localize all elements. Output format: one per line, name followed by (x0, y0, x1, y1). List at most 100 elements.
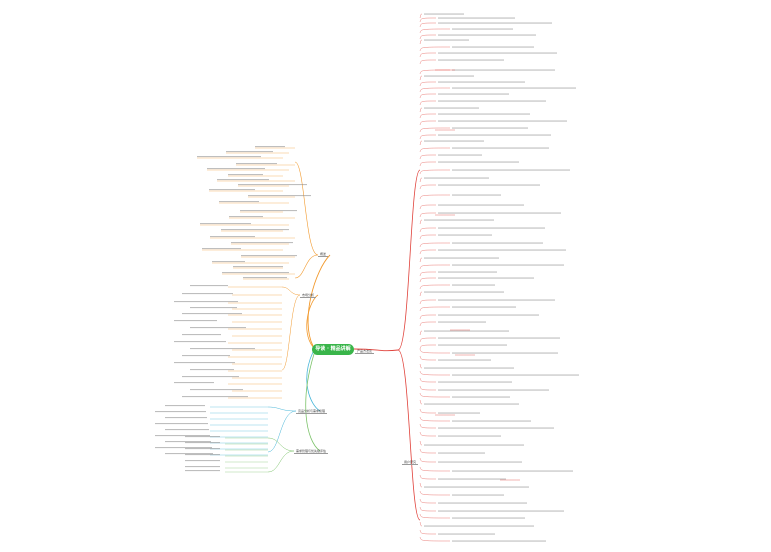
leaf-text-placeholder (424, 219, 494, 221)
leaf-text-placeholder (174, 362, 235, 364)
leaf-text-placeholder (438, 52, 557, 54)
leaf-text-placeholder (452, 194, 501, 196)
leaf-text-placeholder (243, 277, 287, 279)
edge-right-leaf (419, 408, 437, 414)
edge-right-leaf (419, 431, 437, 437)
branch-market-analysis[interactable]: 市场分析 (300, 293, 317, 298)
edge-right-leaf (419, 423, 437, 429)
leaf-text-placeholder (182, 376, 239, 378)
leaf-text-placeholder (190, 369, 234, 371)
leaf-text-placeholder (200, 223, 251, 225)
edge-right-leaf (419, 284, 451, 290)
edge-right-leaf (419, 440, 423, 446)
leaf-text-placeholder (182, 396, 248, 398)
edge-right-leaf (419, 140, 423, 146)
edge-right-leaf (419, 399, 423, 405)
branch-requirement-priority[interactable]: 需求管理与优先级评估 (294, 449, 329, 454)
leaf-text-placeholder (190, 389, 243, 391)
edge-right-leaf (419, 370, 451, 376)
edge-right-leaf (419, 194, 451, 200)
edge-right-leaf (419, 75, 423, 81)
leaf-text-placeholder (438, 120, 567, 122)
leaf-text-placeholder (452, 284, 495, 286)
edge-right-leaf (419, 448, 437, 454)
leaf-text-placeholder (217, 179, 269, 181)
leaf-text-placeholder (452, 69, 555, 71)
leaf-text-placeholder (174, 382, 214, 384)
leaf-text-placeholder (438, 435, 501, 437)
leaf-text-placeholder (438, 299, 555, 301)
leaf-text-placeholder (438, 161, 519, 163)
leaf-text-placeholder (438, 427, 554, 429)
edge-right-leaf (419, 337, 437, 343)
leaf-text-placeholder (452, 420, 531, 422)
leaf-text-placeholder (221, 229, 289, 231)
edge-right-leaf (419, 184, 437, 190)
leaf-text-placeholder (190, 327, 246, 329)
edge-right-leaf (419, 39, 423, 45)
edge-right-leaf (419, 529, 437, 535)
leaf-text-placeholder (185, 448, 220, 450)
leaf-text-placeholder (207, 168, 265, 170)
edge-market-2 (281, 294, 301, 371)
leaf-text-placeholder (424, 444, 524, 446)
leaf-text-placeholder (190, 348, 255, 350)
edge-root-overview (307, 254, 331, 347)
edge-right-leaf (419, 355, 437, 361)
edge-req-2 (267, 450, 295, 473)
leaf-text-placeholder (424, 177, 489, 179)
leaf-text-placeholder (165, 429, 209, 431)
leaf-text-placeholder (182, 293, 233, 295)
leaf-text-placeholder (438, 321, 486, 323)
branch-competitive-analysis[interactable]: 竞品分析与需求梳理 (296, 409, 328, 414)
leaf-text-placeholder (185, 454, 220, 456)
leaf-text-placeholder (438, 277, 534, 279)
leaf-text-placeholder (438, 22, 552, 24)
leaf-text-placeholder (438, 502, 527, 504)
edge-right-leaf (419, 69, 451, 75)
edge-right-lower (397, 349, 421, 521)
leaf-text-placeholder (238, 184, 307, 186)
edge-right-leaf (419, 154, 437, 160)
edge-right-leaf (419, 521, 423, 527)
edge-right-leaf (419, 264, 451, 270)
edge-right-leaf (419, 377, 437, 383)
leaf-text-placeholder (233, 266, 283, 268)
edge-right-leaf (419, 28, 451, 34)
leaf-text-placeholder (202, 248, 241, 250)
leaf-text-placeholder (452, 264, 564, 266)
leaf-text-placeholder (438, 359, 491, 361)
leaf-text-placeholder (424, 403, 519, 405)
highlight-tag-link[interactable]: 延伸阅读链接 (515, 432, 534, 436)
edge-right-leaf (419, 271, 437, 277)
edge-right-leaf (419, 134, 437, 140)
branch-user-research[interactable]: 用户研究 (402, 460, 419, 465)
leaf-text-placeholder (452, 46, 534, 48)
leaf-text-placeholder (438, 510, 564, 512)
leaf-text-placeholder (424, 486, 529, 488)
leaf-text-placeholder (165, 441, 211, 443)
leaf-text-placeholder (452, 147, 549, 149)
leaf-text-placeholder (424, 291, 504, 293)
edge-right-leaf (419, 234, 437, 240)
leaf-text-placeholder (438, 461, 522, 463)
leaf-text-placeholder (240, 210, 297, 212)
leaf-text-placeholder (185, 442, 220, 444)
edge-req-1 (267, 437, 295, 452)
branch-methodology[interactable]: 产品方法论 (355, 349, 375, 354)
branch-overview[interactable]: 概述 (318, 252, 329, 257)
edge-right-leaf (419, 344, 437, 350)
leaf-text-placeholder (182, 334, 221, 336)
edge-right-leaf (419, 257, 423, 263)
edge-right-leaf (419, 59, 437, 65)
edge-root-competitive (306, 351, 321, 412)
highlight-tag-concept[interactable]: 重点概念 (498, 408, 511, 412)
leaf-text-placeholder (190, 307, 237, 309)
leaf-text-placeholder (438, 154, 482, 156)
edge-right-leaf (419, 242, 451, 248)
root-node[interactable]: 导读 · 精品讲解 (312, 344, 354, 355)
edge-right-leaf (419, 120, 437, 126)
leaf-text-placeholder (452, 374, 579, 376)
edge-right-leaf (419, 321, 437, 327)
